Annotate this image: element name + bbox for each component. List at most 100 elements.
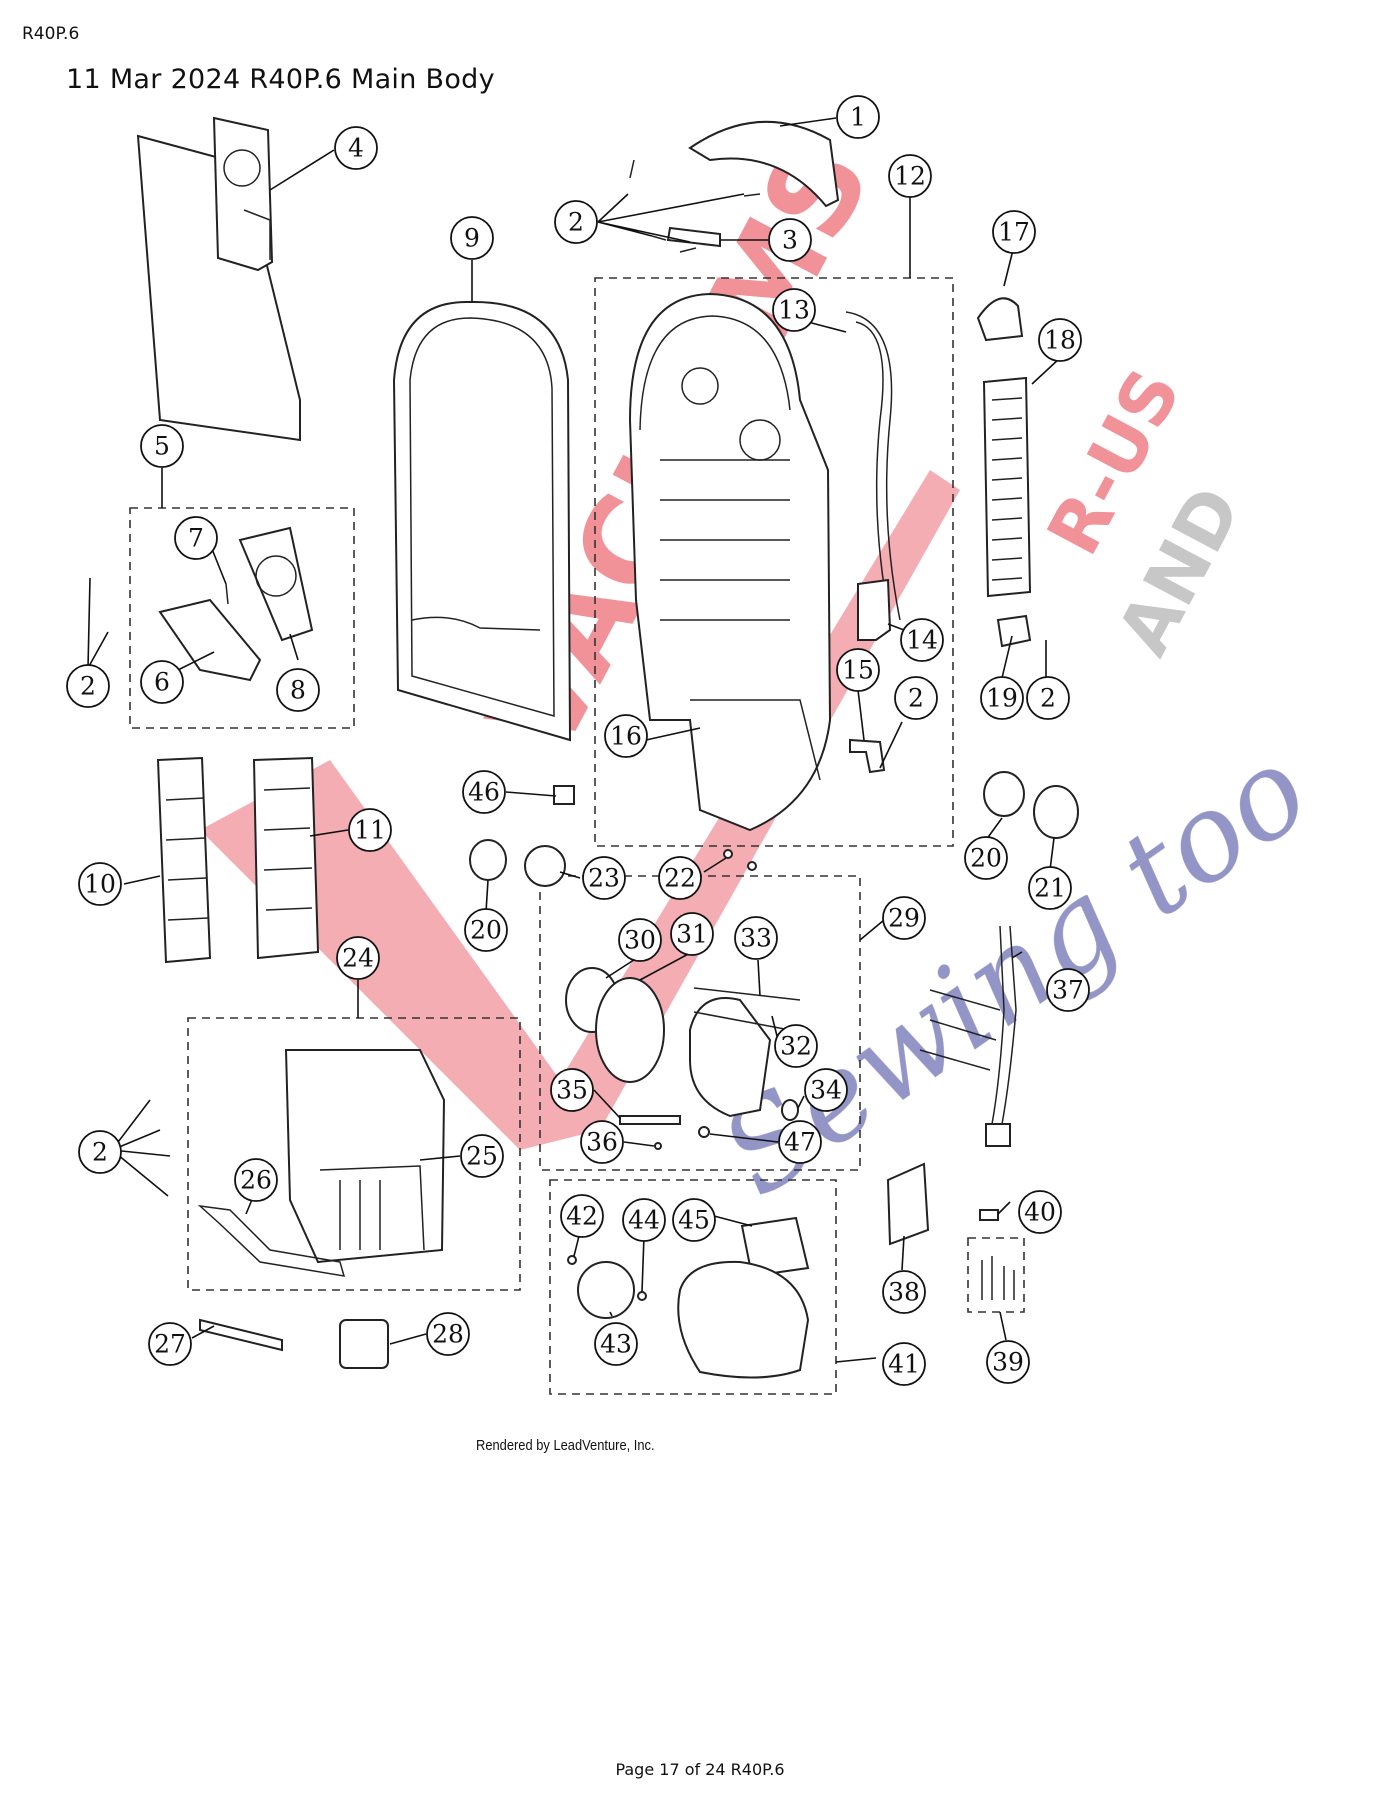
render-credit: Rendered by LeadVenture, Inc. [476,1437,655,1454]
svg-text:32: 32 [780,1032,812,1061]
callout-26: 26 [234,1158,278,1202]
callout-31: 31 [670,912,714,956]
svg-text:12: 12 [894,162,926,191]
svg-text:23: 23 [588,864,620,893]
callout-44: 44 [622,1198,666,1242]
callout-2-left: 2 [66,664,110,708]
group-box-39 [967,1237,1025,1313]
part-7 [225,583,229,605]
part-47 [698,1126,710,1138]
svg-text:26: 26 [240,1166,272,1195]
svg-text:25: 25 [466,1142,498,1171]
callout-14: 14 [900,618,944,662]
callout-46: 46 [462,770,506,814]
callout-27: 27 [148,1322,192,1366]
part-ring-20b [983,771,1025,817]
part-ring-20a [469,839,507,881]
svg-text:2: 2 [568,208,584,237]
part-bag [136,116,301,442]
part-seal-strip-inner [855,321,891,621]
part-knob-21 [1033,785,1079,839]
callout-39: 39 [986,1340,1030,1384]
callouts: 1 2 3 4 5 6 7 8 9 10 11 12 13 14 15 16 1… [66,95,1090,1386]
callout-2-lower: 2 [78,1130,122,1174]
svg-text:11: 11 [354,816,386,845]
part-27 [199,1318,283,1352]
callout-28: 28 [426,1312,470,1356]
leader-lines [87,117,1061,1363]
svg-text:17: 17 [998,218,1030,247]
page-title: 11 Mar 2024 R40P.6 Main Body [66,64,495,95]
svg-text:2: 2 [80,672,96,701]
svg-text:34: 34 [810,1076,842,1105]
callout-41: 41 [882,1342,926,1386]
svg-text:27: 27 [154,1330,186,1359]
callout-45: 45 [672,1198,716,1242]
svg-text:33: 33 [740,924,772,953]
part-36 [654,1142,662,1150]
svg-text:45: 45 [678,1206,710,1235]
svg-text:47: 47 [784,1128,816,1157]
part-gasket-23 [524,845,566,887]
group-box-24 [187,1017,521,1291]
svg-text:44: 44 [628,1206,660,1235]
svg-text:15: 15 [842,656,874,685]
part-filter-11 [252,756,320,960]
callout-6: 6 [140,660,184,704]
callout-42: 42 [560,1194,604,1238]
callout-20-right: 20 [964,836,1008,880]
callout-16: 16 [604,714,648,758]
svg-text:41: 41 [888,1350,920,1379]
svg-text:2: 2 [908,684,924,713]
svg-text:20: 20 [470,916,502,945]
callout-34: 34 [804,1068,848,1112]
svg-text:2: 2 [1040,684,1056,713]
svg-text:31: 31 [676,920,708,949]
svg-text:29: 29 [888,904,920,933]
part-28 [339,1319,389,1369]
callout-10: 10 [78,862,122,906]
callout-32: 32 [774,1024,818,1068]
part-main-body [628,292,832,832]
part-8 [238,526,314,642]
group-box-5 [129,507,355,729]
svg-text:16: 16 [610,722,642,751]
callout-9: 9 [450,216,494,260]
svg-text:13: 13 [778,296,810,325]
part-42 [567,1255,577,1265]
callout-38: 38 [882,1270,926,1314]
callout-29: 29 [882,896,926,940]
callout-3: 3 [768,218,812,262]
svg-text:46: 46 [468,778,500,807]
svg-text:43: 43 [600,1330,632,1359]
callout-23: 23 [582,856,626,900]
part-motor-41 [677,1260,810,1379]
group-box-41 [549,1179,837,1395]
svg-text:30: 30 [624,926,656,955]
callout-24: 24 [336,936,380,980]
callout-2-top: 2 [554,200,598,244]
part-45 [740,1216,810,1278]
svg-text:36: 36 [586,1128,618,1157]
callout-8: 8 [276,668,320,712]
callout-20-left: 20 [464,908,508,952]
svg-text:28: 28 [432,1320,464,1349]
part-34 [781,1099,799,1121]
svg-text:19: 19 [986,684,1018,713]
svg-text:22: 22 [664,864,696,893]
callout-33: 33 [734,916,778,960]
svg-text:2: 2 [92,1138,108,1167]
part-housing-25-detail [319,1165,425,1251]
svg-text:21: 21 [1034,874,1066,903]
callout-18: 18 [1038,318,1082,362]
part-clip-screws [629,159,761,253]
part-seal-strip [845,311,901,621]
part-40 [979,1209,999,1221]
svg-text:8: 8 [290,676,306,705]
part-filter-10 [156,756,212,964]
group-box-12 [594,277,954,847]
svg-text:37: 37 [1052,976,1084,1005]
svg-text:40: 40 [1024,1198,1056,1227]
document-code: R40P.6 [22,24,80,44]
